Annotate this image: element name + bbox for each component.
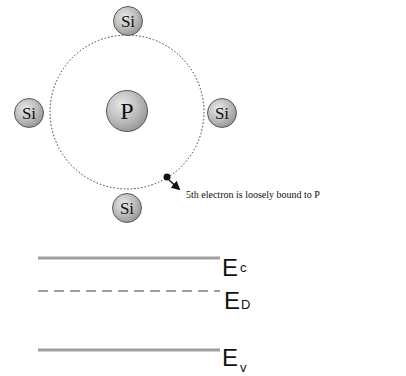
silicon-atom: Si [14,98,44,128]
silicon-atom: Si [113,6,143,36]
energy-symbol: E [222,346,238,370]
silicon-atom: Si [207,98,237,128]
energy-subscript: c [240,261,247,274]
silicon-atom: Si [112,193,142,223]
atom-symbol: Si [120,200,134,217]
atom-symbol: P [120,99,133,123]
energy-subscript: D [241,298,250,311]
electron-dot [164,174,171,181]
conduction-band-edge [38,257,220,260]
atom-symbol: Si [121,13,135,30]
donor-level [38,290,220,292]
valence-band-edge [38,349,220,352]
atom-symbol: Si [22,105,36,122]
energy-symbol: E [222,256,238,280]
phosphorus-atom: P [106,90,148,132]
electron-note: 5th electron is loosely bound to P [186,190,320,200]
electron-arrow [169,180,179,189]
energy-symbol: E [224,289,240,313]
energy-subscript: v [240,361,247,374]
electron-orbit [50,35,204,189]
atom-symbol: Si [215,105,229,122]
